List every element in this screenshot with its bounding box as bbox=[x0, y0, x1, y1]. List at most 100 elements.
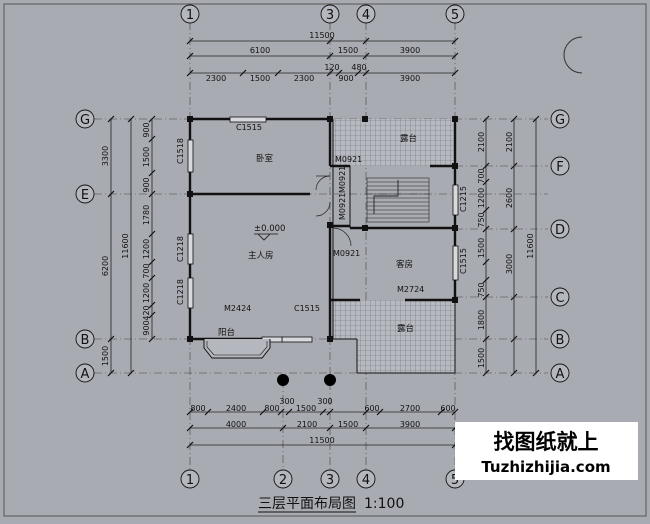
axis-labels: 1 3 4 5 1 2 3 4 5 G E B A G F D C B A bbox=[80, 8, 565, 488]
label-m2424: M2424 bbox=[224, 304, 251, 313]
dim-bottom-row1-5: 300 bbox=[317, 397, 332, 406]
dim-left-inner-6: 1200 bbox=[142, 283, 151, 303]
dim-top-row3-2: 2300 bbox=[294, 74, 314, 83]
drawing-frame bbox=[3, 3, 647, 517]
dim-bottom-row2-2: 1500 bbox=[338, 420, 358, 429]
room-terrace-top: 露台 bbox=[400, 133, 417, 144]
door-swings bbox=[315, 175, 352, 247]
room-bedroom: 卧室 bbox=[256, 153, 274, 164]
axis-bottom-5: 5 bbox=[451, 473, 459, 488]
dim-left-inner-1: 1500 bbox=[142, 147, 151, 167]
label-c1215: C1215 bbox=[459, 186, 468, 212]
dim-bottom-row1-6: 600 bbox=[364, 404, 379, 413]
dim-right-inner-8: 1500 bbox=[477, 348, 486, 368]
dim-bottom-row2-0: 4000 bbox=[226, 420, 246, 429]
dim-bottom-row2-3: 3900 bbox=[400, 420, 420, 429]
label-m0921-d: M0921 bbox=[333, 249, 360, 258]
column-dot-2 bbox=[277, 374, 289, 386]
dim-right-inner-1: 700 bbox=[477, 168, 486, 183]
axis-grid bbox=[94, 22, 548, 470]
dim-right-inner-5: 750 bbox=[477, 282, 486, 297]
dim-top-row3-1: 1500 bbox=[250, 74, 270, 83]
label-c1218-b: C1218 bbox=[176, 279, 185, 305]
axis-right-g: G bbox=[555, 113, 565, 128]
north-arc bbox=[563, 36, 583, 74]
label-c1515-right: C1515 bbox=[459, 248, 468, 274]
label-m0921-a: M0921 bbox=[335, 155, 362, 164]
axis-top-1: 1 bbox=[186, 8, 194, 23]
dim-top-row3-4: 900 bbox=[338, 74, 353, 83]
dim-bottom-row2-1: 2100 bbox=[297, 420, 317, 429]
windows bbox=[187, 116, 459, 343]
dim-bottom-row1-0: 800 bbox=[190, 404, 205, 413]
watermark-url: Tuzhizhijia.com bbox=[481, 458, 610, 476]
dim-left-inner-4: 1200 bbox=[142, 239, 151, 259]
room-guest: 客房 bbox=[396, 259, 413, 270]
label-c1515-top: C1515 bbox=[236, 123, 262, 132]
dim-left-inner-0: 900 bbox=[142, 122, 151, 137]
dimension-lines bbox=[110, 40, 537, 446]
label-c1515-bottom: C1515 bbox=[294, 304, 320, 313]
dim-bottom-row1-4: 1500 bbox=[296, 404, 316, 413]
axis-top-5: 5 bbox=[451, 8, 459, 23]
balcony-outline bbox=[203, 339, 271, 359]
dim-left-inner-7: 420 bbox=[142, 305, 151, 320]
axis-left-b: B bbox=[81, 333, 90, 348]
terrace-bottom-floor bbox=[333, 300, 455, 373]
watermark-box bbox=[455, 422, 638, 480]
dim-bottom-row1-8: 600 bbox=[440, 404, 455, 413]
dim-left-inner-5: 700 bbox=[142, 263, 151, 278]
label-c1518: C1518 bbox=[176, 138, 185, 164]
dim-top-row2-2: 3900 bbox=[400, 46, 420, 55]
axis-bottom-2: 2 bbox=[279, 473, 287, 488]
axis-right-f: F bbox=[556, 160, 563, 175]
dim-bottom-row1-3: 300 bbox=[279, 397, 294, 406]
dim-left-total: 11600 bbox=[121, 233, 130, 258]
thin-walls bbox=[332, 119, 456, 374]
dim-right-inner-3: 750 bbox=[477, 212, 486, 227]
label-m0921-b: M0921 bbox=[338, 166, 347, 193]
dim-top-row3-0: 2300 bbox=[206, 74, 226, 83]
level-value: ±0.000 bbox=[254, 224, 285, 234]
dim-right-outer-2: 3000 bbox=[505, 254, 514, 274]
dim-right-outer-1: 2600 bbox=[505, 188, 514, 208]
axis-bubbles bbox=[75, 4, 570, 489]
level-marker bbox=[254, 233, 278, 241]
axis-right-c: C bbox=[555, 291, 564, 306]
dimension-ticks bbox=[107, 37, 540, 449]
axis-right-d: D bbox=[555, 223, 565, 238]
room-master: 主人房 bbox=[248, 250, 274, 261]
dim-top-row3-3: 120 bbox=[324, 63, 339, 72]
room-terrace-bottom: 露台 bbox=[397, 323, 414, 334]
axis-left-a: A bbox=[81, 367, 90, 382]
balcony-rail bbox=[206, 341, 268, 356]
dim-left-inner-8: 900 bbox=[142, 320, 151, 335]
dim-left-inner-3: 1780 bbox=[142, 205, 151, 225]
axis-bottom-3: 3 bbox=[326, 473, 334, 488]
dimension-text-top: 11500 6100 1500 3900 2300 1500 2300 120 … bbox=[206, 31, 420, 83]
dim-top-row2-1: 1500 bbox=[338, 46, 358, 55]
staircase bbox=[366, 177, 430, 223]
axis-top-3: 3 bbox=[326, 8, 334, 23]
drawing-title: 三层平面布局图 bbox=[258, 496, 356, 512]
axis-left-e: E bbox=[81, 188, 89, 203]
watermark-cn: 找图纸就上 bbox=[494, 430, 599, 454]
dim-bottom-row1-7: 2700 bbox=[400, 404, 420, 413]
axis-top-4: 4 bbox=[362, 8, 370, 23]
dim-top-row3-5: 480 bbox=[351, 63, 366, 72]
label-m0921-c: M0921 bbox=[338, 193, 347, 220]
room-balcony: 阳台 bbox=[218, 327, 235, 338]
dimension-text-left: 3300 6200 1500 11600 900 1500 900 1780 1… bbox=[101, 122, 151, 366]
dim-top-row2-0: 6100 bbox=[250, 46, 270, 55]
axis-right-b: B bbox=[556, 333, 565, 348]
dimension-text-bottom: 800 2400 800 300 1500 300 600 2700 600 4… bbox=[190, 397, 455, 445]
column-dot-3 bbox=[324, 374, 336, 386]
dimension-text-right: 2100 700 1200 750 1500 750 1800 1500 330… bbox=[477, 132, 535, 368]
dim-left-outer-1: 6200 bbox=[101, 256, 110, 276]
dim-right-total: 11600 bbox=[526, 233, 535, 258]
dim-left-outer-0: 3300 bbox=[101, 146, 110, 166]
dim-right-outer-0: 2100 bbox=[505, 132, 514, 152]
dim-right-inner-6: 1800 bbox=[477, 310, 486, 330]
